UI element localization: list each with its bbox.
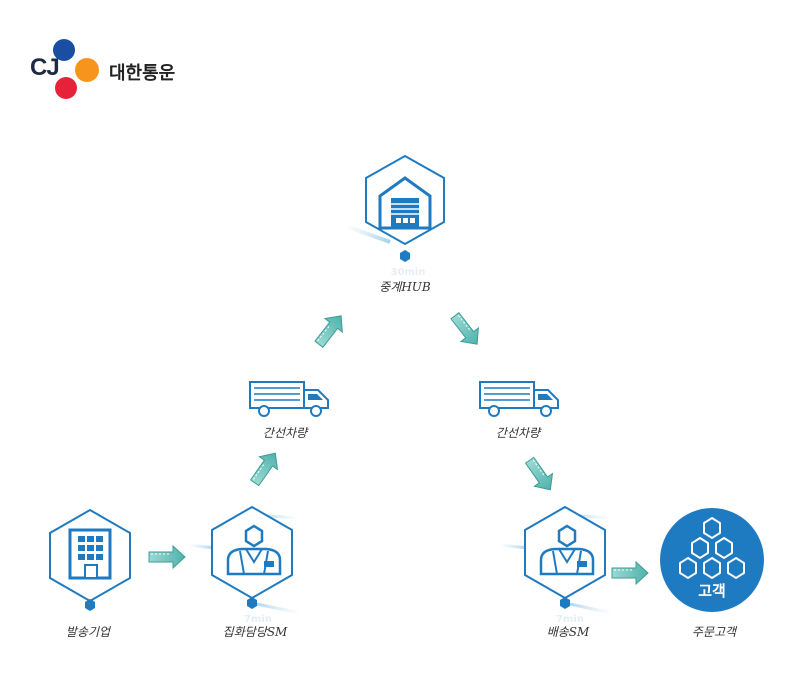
truck-right-label: 간선차량: [496, 426, 542, 440]
logo-red-petal: [55, 77, 77, 99]
arrow-truck-to-delivery: [520, 453, 560, 497]
arrow-pickup-to-truck: [245, 446, 285, 490]
arrow-truck-to-hub: [309, 308, 351, 352]
customer-label: 주문고객: [692, 625, 738, 639]
shipper-anchor-dot: [85, 599, 95, 611]
pickup-label: 집화담당SM: [223, 625, 288, 639]
shipper-node: 발송기업: [49, 508, 131, 639]
delivery-label: 배송SM: [547, 625, 590, 639]
delivery-sweep-left: [499, 543, 529, 550]
logo-blue-petal: [53, 39, 75, 61]
delivery-timer: 7min: [556, 614, 584, 625]
hub-label: 중계HUB: [379, 280, 431, 294]
hub-node: 30min 중계HUB: [344, 154, 445, 294]
pickup-anchor-dot: [247, 597, 257, 609]
pickup-sweep-left: [187, 543, 216, 550]
logo-orange-petal: [75, 58, 99, 82]
truck-icon: [249, 381, 329, 417]
shipper-label: 발송기업: [66, 625, 112, 639]
truck-icon: [479, 381, 559, 417]
customer-network-icon: [679, 516, 745, 580]
truck-left-label: 간선차량: [263, 426, 309, 440]
hub-timer-sweep: [344, 224, 391, 244]
pickup-sweep-bottom: [251, 601, 301, 615]
company-name: 대한통운: [109, 63, 176, 84]
hub-timer: 30min: [391, 267, 426, 278]
pickup-sm-node: 7min 집화담당SM: [187, 505, 301, 639]
delivery-sweep-bottom: [564, 601, 613, 615]
office-building-icon: [68, 528, 112, 580]
truck-left-node: 간선차량: [249, 381, 329, 440]
delivery-anchor-dot: [560, 597, 570, 609]
delivery-sm-node: 7min 배송SM: [499, 505, 613, 639]
arrow-shipper-to-pickup: [148, 545, 186, 569]
cj-logo-mark: [53, 39, 99, 99]
pickup-timer: 7min: [244, 614, 272, 625]
logo-cj-text: CJ: [30, 54, 60, 81]
cj-logo: CJ 대한통운: [28, 36, 198, 100]
customer-node: 고객 주문고객: [660, 508, 764, 639]
hub-anchor-dot: [400, 250, 410, 262]
arrow-hub-to-truck: [445, 308, 487, 352]
customer-circle: [660, 508, 764, 612]
truck-right-node: 간선차량: [479, 381, 559, 440]
warehouse-icon: [378, 176, 432, 230]
arrow-delivery-to-customer: [611, 561, 649, 585]
customer-badge: 고객: [698, 582, 726, 600]
